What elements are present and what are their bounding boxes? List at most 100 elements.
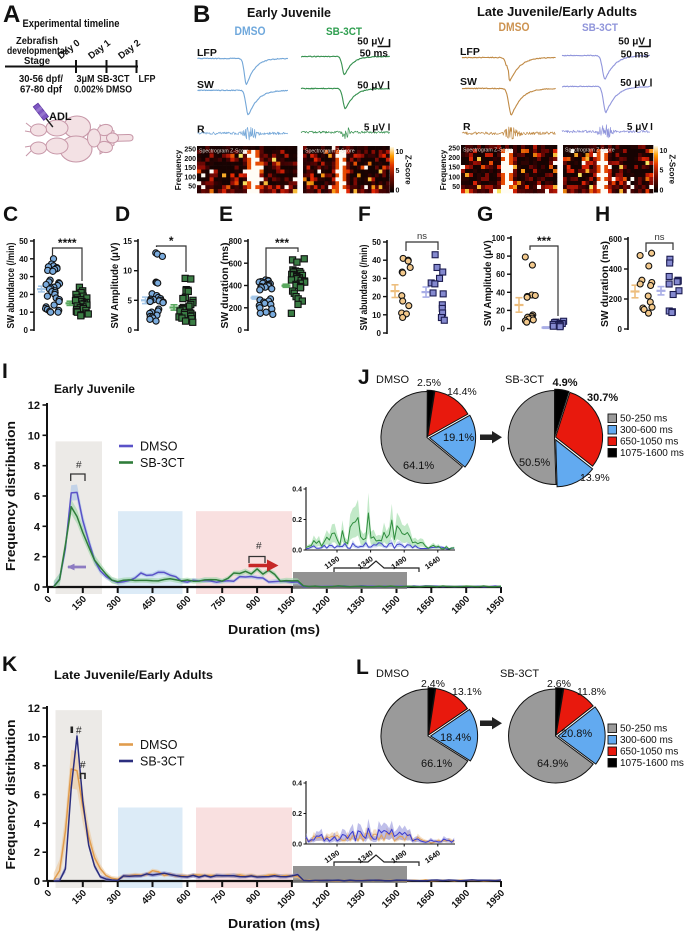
svg-text:600: 600 bbox=[609, 235, 623, 244]
svg-text:50-250 ms: 50-250 ms bbox=[620, 724, 667, 735]
svg-text:DMSO: DMSO bbox=[499, 22, 530, 34]
svg-text:30: 30 bbox=[19, 273, 28, 282]
svg-text:0.0: 0.0 bbox=[292, 842, 302, 849]
svg-text:50: 50 bbox=[19, 237, 28, 246]
svg-text:80: 80 bbox=[496, 252, 505, 261]
svg-text:20: 20 bbox=[496, 306, 505, 315]
svg-text:L: L bbox=[356, 656, 369, 679]
svg-text:12: 12 bbox=[28, 400, 40, 412]
svg-text:250: 250 bbox=[184, 147, 196, 154]
svg-text:SB-3CT: SB-3CT bbox=[326, 26, 362, 38]
svg-text:Experimental timeline: Experimental timeline bbox=[23, 18, 120, 30]
svg-text:Frequency distribution: Frequency distribution bbox=[3, 421, 18, 571]
svg-text:400: 400 bbox=[609, 265, 623, 274]
svg-text:50 μV: 50 μV bbox=[357, 37, 384, 48]
svg-text:13.1%: 13.1% bbox=[452, 686, 482, 698]
svg-text:800: 800 bbox=[229, 237, 243, 246]
svg-text:50.5%: 50.5% bbox=[519, 457, 550, 469]
svg-text:400: 400 bbox=[229, 282, 243, 291]
svg-text:0: 0 bbox=[34, 876, 40, 888]
svg-text:50 μV: 50 μV bbox=[620, 78, 647, 89]
svg-text:Stage: Stage bbox=[24, 56, 50, 67]
svg-text:100: 100 bbox=[184, 174, 196, 181]
svg-text:14.4%: 14.4% bbox=[447, 386, 477, 398]
svg-text:4.9%: 4.9% bbox=[552, 377, 577, 389]
svg-text:0.002% DMSO: 0.002% DMSO bbox=[74, 85, 132, 96]
svg-text:20: 20 bbox=[19, 290, 28, 299]
svg-text:0: 0 bbox=[43, 888, 55, 900]
svg-text:SW duration (ms): SW duration (ms) bbox=[220, 243, 231, 329]
svg-text:0: 0 bbox=[377, 329, 382, 338]
svg-text:SW: SW bbox=[197, 79, 214, 91]
svg-text:G: G bbox=[477, 203, 493, 226]
svg-text:30.7%: 30.7% bbox=[587, 392, 618, 404]
svg-text:50: 50 bbox=[452, 184, 460, 191]
svg-text:60: 60 bbox=[496, 270, 505, 279]
svg-text:5 μV: 5 μV bbox=[627, 122, 648, 133]
svg-text:19.1%: 19.1% bbox=[443, 432, 474, 444]
svg-text:50 ms: 50 ms bbox=[360, 49, 389, 60]
svg-text:0: 0 bbox=[501, 325, 506, 334]
svg-text:Spectrogram Z-Score: Spectrogram Z-Score bbox=[463, 148, 513, 154]
svg-text:B: B bbox=[193, 1, 210, 28]
svg-text:10: 10 bbox=[372, 311, 381, 320]
svg-text:0.2: 0.2 bbox=[292, 517, 302, 524]
svg-text:Frequency: Frequency bbox=[174, 149, 183, 190]
svg-text:#: # bbox=[76, 726, 82, 737]
svg-text:H: H bbox=[595, 203, 610, 226]
svg-text:0.4: 0.4 bbox=[292, 487, 302, 494]
svg-text:12: 12 bbox=[28, 703, 40, 715]
svg-text:10: 10 bbox=[396, 149, 404, 156]
svg-text:E: E bbox=[219, 203, 233, 226]
svg-text:LFP: LFP bbox=[197, 47, 217, 59]
svg-text:200: 200 bbox=[448, 155, 460, 162]
svg-text:300-600 ms: 300-600 ms bbox=[620, 425, 673, 436]
svg-text:1075-1600 ms: 1075-1600 ms bbox=[620, 448, 684, 459]
svg-text:#: # bbox=[76, 460, 82, 471]
svg-text:ADL: ADL bbox=[49, 111, 72, 123]
svg-text:ns: ns bbox=[654, 232, 664, 243]
svg-text:SW duration (ms): SW duration (ms) bbox=[600, 241, 611, 327]
svg-text:Duration (ms): Duration (ms) bbox=[228, 917, 320, 931]
svg-text:5: 5 bbox=[396, 168, 400, 175]
svg-text:50 ms: 50 ms bbox=[621, 50, 650, 61]
svg-text:13.9%: 13.9% bbox=[580, 472, 610, 484]
svg-text:Z-Score: Z-Score bbox=[404, 155, 413, 185]
svg-text:2: 2 bbox=[34, 552, 40, 564]
svg-text:8: 8 bbox=[34, 761, 40, 773]
svg-text:50-250 ms: 50-250 ms bbox=[620, 414, 667, 425]
svg-text:Z-Score: Z-Score bbox=[668, 154, 677, 184]
svg-text:64.1%: 64.1% bbox=[403, 460, 434, 472]
svg-text:250: 250 bbox=[448, 146, 460, 153]
svg-text:DMSO: DMSO bbox=[140, 738, 178, 752]
svg-text:5: 5 bbox=[660, 167, 664, 174]
svg-text:DMSO: DMSO bbox=[376, 668, 409, 680]
svg-text:2: 2 bbox=[34, 847, 40, 859]
svg-text:0: 0 bbox=[24, 326, 29, 335]
svg-text:K: K bbox=[2, 653, 17, 676]
svg-text:2.6%: 2.6% bbox=[547, 678, 571, 690]
svg-text:0.2: 0.2 bbox=[292, 811, 302, 818]
svg-text:0.4: 0.4 bbox=[292, 781, 302, 788]
svg-text:SW abundance (/min): SW abundance (/min) bbox=[6, 243, 17, 329]
svg-text:A: A bbox=[3, 1, 20, 28]
svg-text:650-1050 ms: 650-1050 ms bbox=[620, 747, 678, 758]
svg-text:SB-3CT: SB-3CT bbox=[140, 755, 185, 769]
svg-text:200: 200 bbox=[229, 304, 243, 313]
svg-text:10: 10 bbox=[123, 267, 132, 276]
svg-text:40: 40 bbox=[496, 288, 505, 297]
svg-text:11.8%: 11.8% bbox=[577, 686, 606, 698]
svg-text:0: 0 bbox=[396, 188, 400, 195]
svg-text:40: 40 bbox=[19, 255, 28, 264]
svg-text:50 μV: 50 μV bbox=[357, 81, 384, 92]
svg-text:2.5%: 2.5% bbox=[417, 377, 441, 389]
svg-text:Late Juvenile/Early Adults: Late Juvenile/Early Adults bbox=[54, 668, 213, 682]
svg-text:1075-1600 ms: 1075-1600 ms bbox=[620, 758, 684, 769]
svg-text:50: 50 bbox=[188, 184, 196, 191]
svg-text:LFP: LFP bbox=[460, 46, 480, 58]
svg-text:SB-3CT: SB-3CT bbox=[582, 22, 618, 34]
svg-text:50: 50 bbox=[372, 238, 381, 247]
svg-text:4: 4 bbox=[34, 521, 41, 533]
svg-text:Spectrogram Z-Score: Spectrogram Z-Score bbox=[305, 149, 355, 155]
svg-text:0.0: 0.0 bbox=[292, 548, 302, 555]
